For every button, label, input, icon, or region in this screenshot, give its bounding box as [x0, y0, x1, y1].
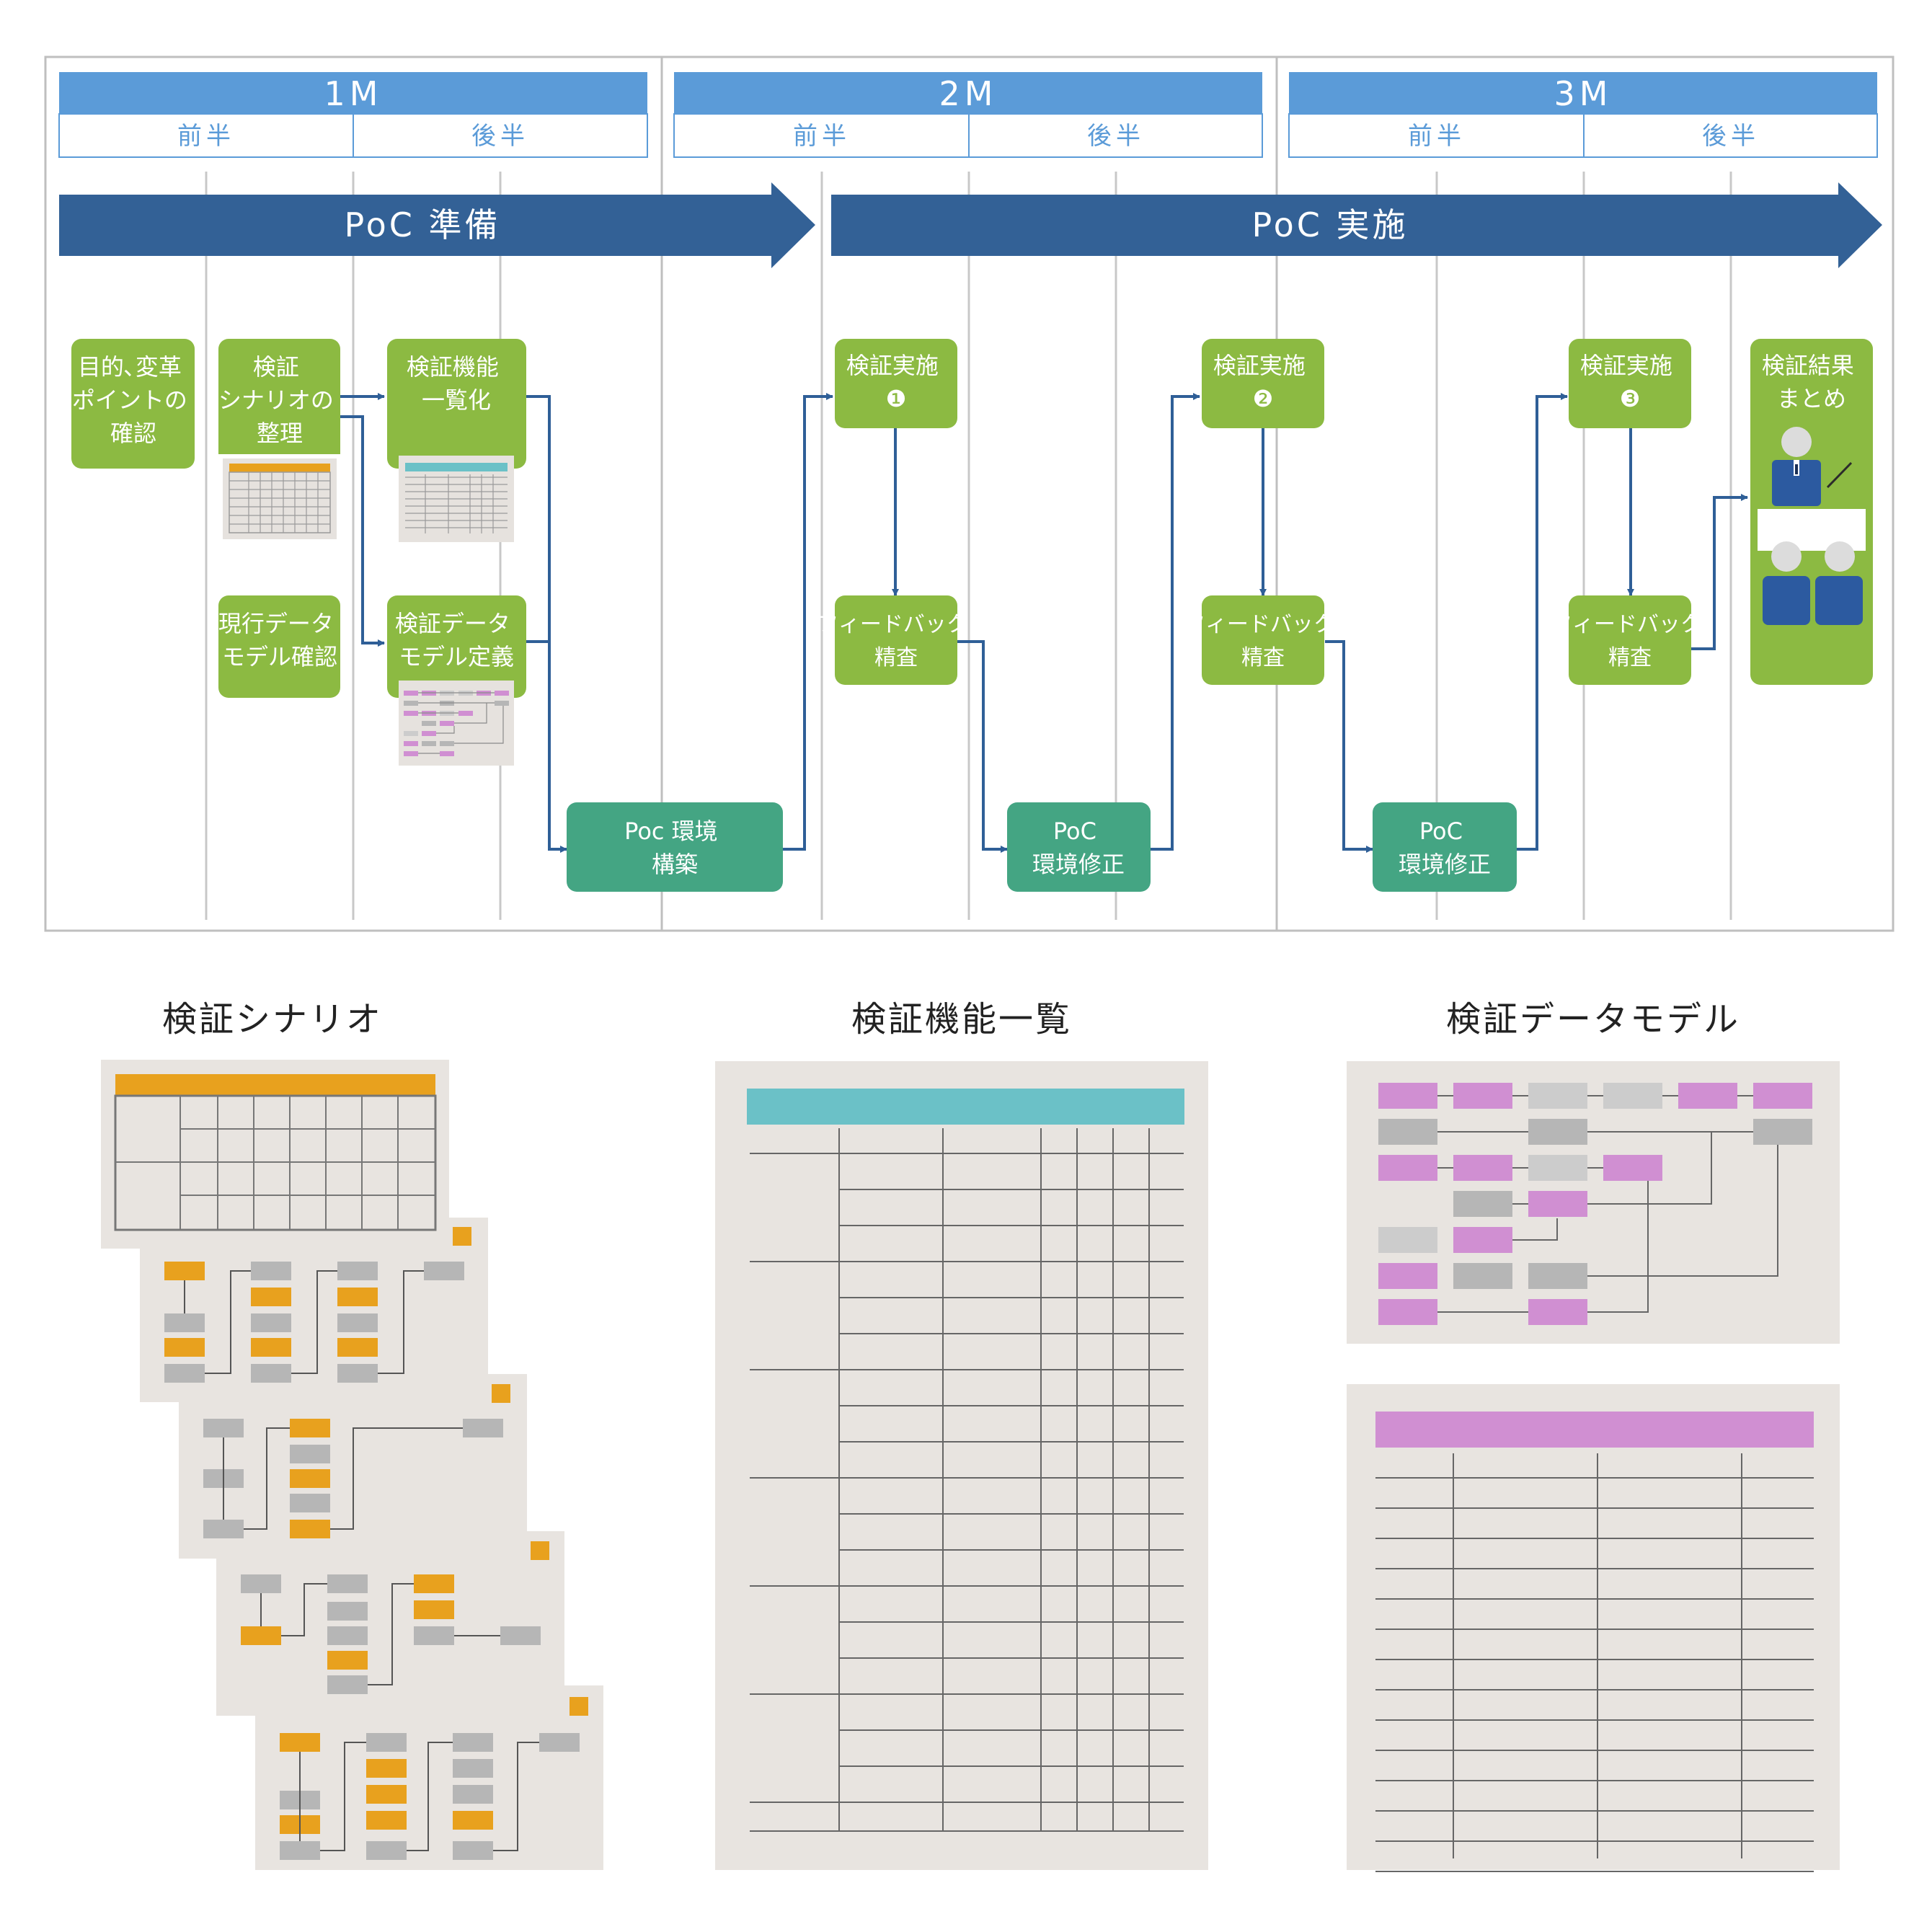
- phase-label-prep: PoC 準備: [345, 205, 501, 244]
- doc-title-function-list: 検証機能一覧: [851, 999, 1072, 1040]
- box-line: フィードバック: [817, 612, 968, 637]
- box-data-model-def: 検証データ モデル定義: [387, 595, 526, 698]
- box-purpose: 目的､変革 ポイントの 確認: [71, 339, 195, 469]
- svg-text:検証実施 ❶: 検証実施 ❶: [846, 352, 946, 412]
- scenario-doc-4: [216, 1531, 564, 1716]
- box-line: シナリオの: [218, 386, 334, 414]
- thumb-function-list: [399, 456, 514, 542]
- box-env-build: Poc 環境 構築: [567, 802, 783, 892]
- svg-text:PoC 環境修正: PoC 環境修正: [1032, 817, 1125, 878]
- month-label: 1M: [324, 74, 383, 113]
- svg-text:現行データ モデル確認: 現行データ モデル確認: [218, 610, 341, 670]
- box-line: まとめ: [1777, 385, 1846, 412]
- box-line: 検証データ: [395, 610, 510, 637]
- box-line: 環境修正: [1399, 851, 1491, 878]
- thumb-scenario: [223, 458, 337, 539]
- box-line: 目的､変革: [78, 353, 182, 381]
- box-line: フィードバック: [1184, 612, 1335, 637]
- function-list-doc: [715, 1061, 1208, 1870]
- first-half-label: 前半: [793, 122, 851, 151]
- box-line: 環境修正: [1032, 851, 1125, 878]
- svg-text:フィードバック 精査: フィードバック 精査: [1184, 612, 1342, 670]
- svg-text:検証機能 一覧化: 検証機能 一覧化: [407, 353, 506, 414]
- box-line: 現行データ: [218, 610, 334, 637]
- box-feedback-1: フィードバック 精査: [817, 595, 975, 685]
- phase-label-exec: PoC 実施: [1252, 205, 1409, 244]
- phase-arrow-prep: PoC 準備: [59, 182, 815, 268]
- box-line: モデル確認: [222, 643, 337, 670]
- box-env-fix-2: PoC 環境修正: [1373, 802, 1517, 892]
- box-line: PoC: [1419, 817, 1463, 845]
- box-line: 検証機能: [407, 353, 499, 381]
- box-exec-1: 検証実施 ❶: [835, 339, 957, 428]
- box-line: 検証: [253, 353, 299, 381]
- box-line: PoC: [1053, 817, 1096, 845]
- box-line: 整理: [257, 420, 303, 447]
- svg-text:PoC 環境修正: PoC 環境修正: [1399, 817, 1491, 878]
- svg-text:検証実施 ❷: 検証実施 ❷: [1213, 352, 1313, 412]
- box-line: 検証実施: [1580, 352, 1672, 379]
- scenario-doc-1: [101, 1060, 449, 1249]
- first-half-label: 前半: [1408, 122, 1466, 151]
- scenario-doc-3: [179, 1374, 527, 1559]
- scenario-doc-5: [255, 1685, 603, 1870]
- box-line: 検証実施: [846, 352, 939, 379]
- svg-text:目的､変革 ポイントの 確認: 目的､変革 ポイントの 確認: [72, 353, 195, 447]
- box-env-fix-1: PoC 環境修正: [1007, 802, 1151, 892]
- thumb-data-model: [399, 681, 514, 766]
- box-line: 一覧化: [422, 386, 491, 414]
- phase-arrow-exec: PoC 実施: [831, 182, 1882, 268]
- box-line: 確認: [110, 420, 156, 447]
- svg-text:フィードバック 精査: フィードバック 精査: [1551, 612, 1709, 670]
- box-feedback-2: フィードバック 精査: [1184, 595, 1342, 685]
- box-line: モデル定義: [399, 643, 514, 670]
- month-header-3: 3M 前半 後半: [1288, 72, 1878, 158]
- doc-title-data-model: 検証データモデル: [1446, 999, 1740, 1040]
- box-feedback-3: フィードバック 精査: [1551, 595, 1709, 685]
- quarter-gridlines: [205, 172, 1732, 920]
- box-line: フィードバック: [1551, 612, 1702, 637]
- box-line: 精査: [1241, 645, 1285, 670]
- flow-connectors: [340, 393, 1748, 853]
- box-line: ❶: [886, 385, 907, 412]
- box-scenario: 検証 シナリオの 整理: [218, 339, 341, 454]
- box-line: 精査: [1608, 645, 1652, 670]
- svg-text:Poc 環境 構築: Poc 環境 構築: [624, 817, 725, 878]
- svg-text:検証実施 ❸: 検証実施 ❸: [1580, 352, 1680, 412]
- box-line: 検証結果: [1762, 352, 1854, 379]
- data-model-doc: [1347, 1061, 1840, 1344]
- doc-title-scenario: 検証シナリオ: [162, 999, 383, 1040]
- second-half-label: 後半: [1087, 122, 1145, 151]
- box-line: ポイントの: [72, 386, 187, 414]
- box-line: 検証実施: [1213, 352, 1306, 379]
- box-line: ❸: [1620, 385, 1641, 412]
- svg-text:フィードバック 精査: フィードバック 精査: [817, 612, 975, 670]
- presentation-icon: [1758, 427, 1866, 625]
- svg-text:検証データ モデル定義: 検証データ モデル定義: [395, 610, 518, 670]
- box-current-data: 現行データ モデル確認: [218, 595, 341, 698]
- svg-text:検証結果 まとめ: 検証結果 まとめ: [1762, 352, 1861, 412]
- box-exec-2: 検証実施 ❷: [1202, 339, 1324, 428]
- svg-text:検証 シナリオの 整理: 検証 シナリオの 整理: [218, 353, 341, 447]
- box-summary: 検証結果 まとめ: [1750, 339, 1873, 685]
- month-label: 2M: [939, 74, 998, 113]
- month-label: 3M: [1554, 74, 1613, 113]
- box-line: 精査: [874, 645, 918, 670]
- month-header-1: 1M 前半 後半: [58, 72, 648, 158]
- box-function-list: 検証機能 一覧化: [387, 339, 526, 469]
- month-header-2: 2M 前半 後半: [673, 72, 1263, 158]
- second-half-label: 後半: [471, 122, 529, 151]
- box-exec-3: 検証実施 ❸: [1569, 339, 1691, 428]
- box-line: Poc 環境: [624, 817, 718, 845]
- data-table-doc: [1347, 1384, 1840, 1872]
- second-half-label: 後半: [1702, 122, 1760, 151]
- box-line: ❷: [1253, 385, 1274, 412]
- box-line: 構築: [652, 851, 698, 878]
- first-half-label: 前半: [177, 122, 235, 151]
